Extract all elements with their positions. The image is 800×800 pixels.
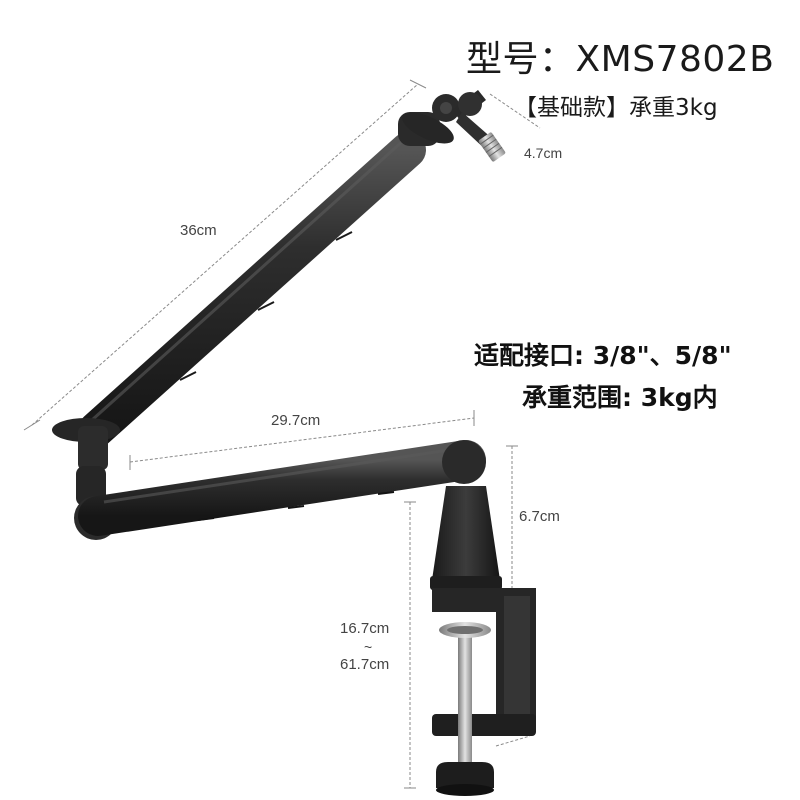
riser [430,486,502,590]
upper-arm-dim-line [31,83,419,426]
top-joint [398,90,506,162]
lower-arm-dim-line [129,417,475,463]
mount-dim-line [489,93,541,129]
lower-arm [78,440,486,536]
load-spec: 承重范围: 3kg内 [522,383,718,412]
c-clamp [432,588,536,796]
upper-arm [78,132,426,448]
clamp-max-label: 61.7cm [340,656,390,673]
dimension-lines [23,79,541,789]
model-title: 型号：XMS7802B [466,39,775,80]
clamp-knob [436,762,494,788]
mount-spec: 适配接口: 3/8"、5/8" [474,341,732,370]
clamp-depth-dim-line [495,735,531,747]
clamp-min-label: 16.7cm [340,620,390,637]
lower-arm-length-label: 29.7cm [271,412,321,429]
clamp-range-separator: ~ [364,639,373,655]
upper-arm-length-label: 36cm [180,222,217,239]
thread-mount [478,132,506,162]
mount-offset-label: 4.7cm [524,145,563,161]
edition-label: 【基础款】承重3kg [514,95,718,121]
clamp-screw [458,632,472,766]
riser-height-label: 6.7cm [519,508,560,525]
